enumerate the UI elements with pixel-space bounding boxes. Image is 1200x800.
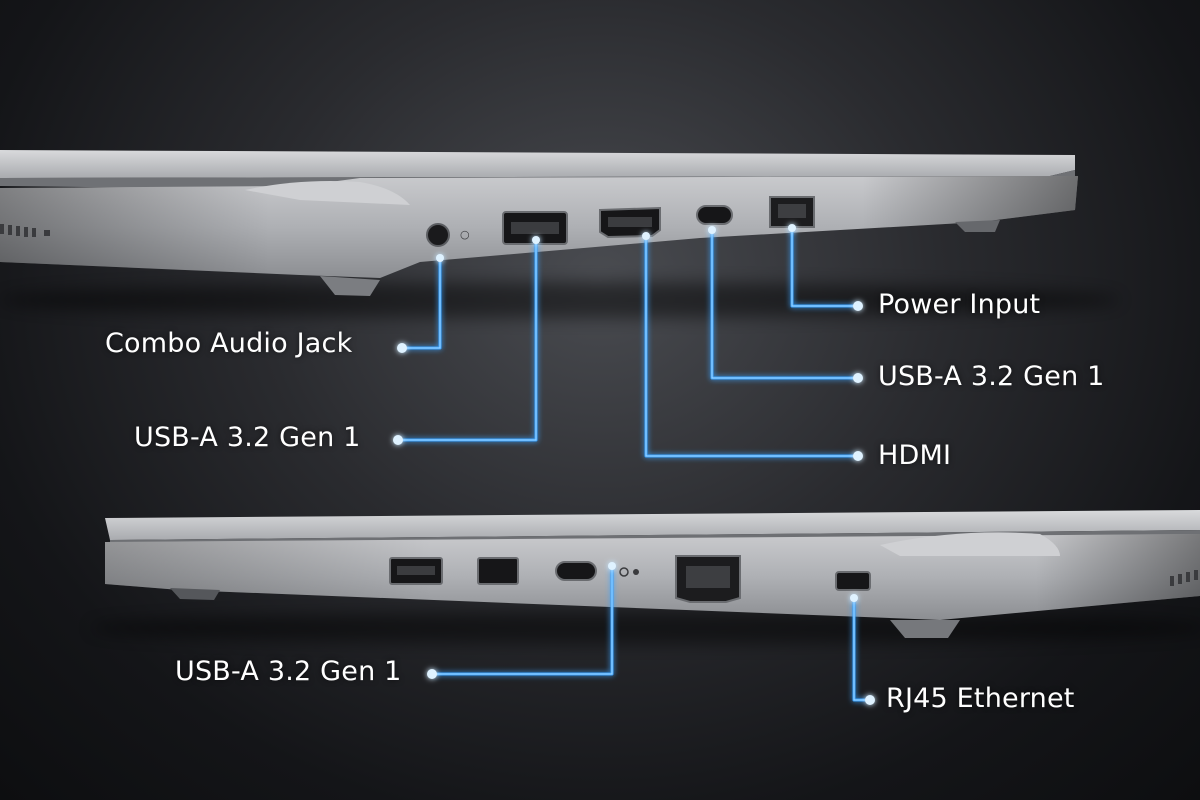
usb-a-port-bottom-2 (477, 557, 519, 585)
callout-dots (393, 224, 875, 705)
callout-line-hdmi (644, 234, 860, 458)
callout-line-usb-a-left (396, 238, 538, 442)
top-laptop-lid (0, 150, 1075, 178)
svg-text:○: ○ (460, 228, 470, 241)
label-power-input: Power Input (878, 289, 1041, 320)
top-laptop-vent (0, 224, 50, 237)
top-laptop: ○ (0, 150, 1120, 318)
bottom-laptop-lid (105, 510, 1200, 540)
label-usb-a-bottom: USB-A 3.2 Gen 1 (175, 656, 402, 687)
lock-slot (835, 571, 871, 591)
label-combo-audio-jack: Combo Audio Jack (105, 328, 353, 359)
bottom-laptop (90, 510, 1200, 644)
label-hdmi: HDMI (878, 440, 952, 471)
audio-jack-port (426, 223, 450, 247)
usb-c-port-top (696, 205, 733, 225)
label-usb-a-left-top: USB-A 3.2 Gen 1 (134, 422, 361, 453)
label-rj45-ethernet: RJ45 Ethernet (886, 683, 1075, 714)
usb-c-port-bottom (555, 561, 597, 581)
label-usb-a-right-top: USB-A 3.2 Gen 1 (878, 361, 1105, 392)
